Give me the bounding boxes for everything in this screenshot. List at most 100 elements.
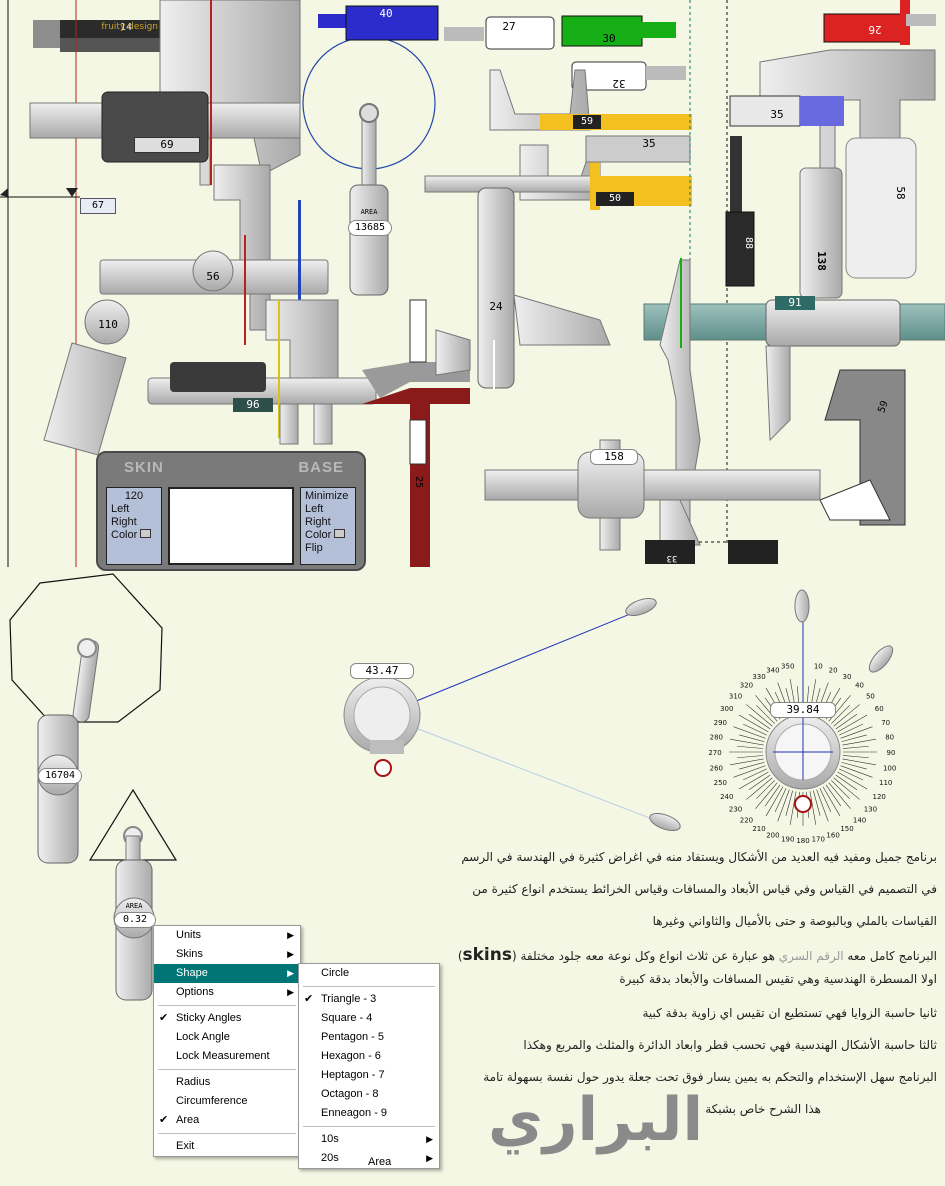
arabic-line-1: برنامج جميل ومفيد فيه العديد من الأشكال … xyxy=(461,850,937,864)
protractor-tick xyxy=(819,788,832,812)
protractor-tick xyxy=(785,790,793,816)
arabic-line-2: في التصميم في القياس وفي قياس الأبعاد وا… xyxy=(472,882,937,896)
check-icon: ✔ xyxy=(304,993,314,1005)
skin-right-option[interactable]: Right xyxy=(111,516,137,528)
protractor-tick xyxy=(774,788,787,812)
protractor-degree-label: 20 xyxy=(829,666,838,674)
protractor-tick xyxy=(842,758,876,766)
triangle-area-label: AREA xyxy=(125,902,143,910)
blue-ruler-readout: 40 xyxy=(379,7,393,20)
bottom-33-readout: 33 xyxy=(666,553,678,563)
menu-skins[interactable]: Skins▶ xyxy=(176,948,294,960)
protractor-degree-label: 290 xyxy=(714,719,727,727)
shape-enneagon[interactable]: Enneagon - 9 xyxy=(321,1107,388,1119)
shape-hexagon[interactable]: Hexagon - 6 xyxy=(321,1050,381,1062)
shape-submenu: Circle ✔Triangle - 3 Square - 4 Pentagon… xyxy=(298,963,440,1169)
check-icon: ✔ xyxy=(159,1114,169,1126)
menu-area[interactable]: ✔Area xyxy=(154,1111,300,1130)
protractor-tick xyxy=(813,790,821,816)
protractor-tick xyxy=(743,723,767,736)
protractor-tick xyxy=(842,738,876,746)
menu-separator xyxy=(158,1069,296,1070)
base-color-option[interactable]: Color xyxy=(305,529,351,542)
protractor-tick xyxy=(743,768,767,781)
menu-exit[interactable]: Exit xyxy=(176,1140,195,1152)
menu-sticky-angles[interactable]: ✔Sticky Angles xyxy=(154,1009,300,1028)
shape-circle[interactable]: Circle xyxy=(321,967,350,979)
arabic-line-7: ثالثا حاسبة الأشكال الهندسية فهي تحسب قط… xyxy=(523,1038,937,1052)
menu-options[interactable]: Options▶ xyxy=(176,986,294,998)
protractor-degree-label: 330 xyxy=(752,673,765,681)
check-icon: ✔ xyxy=(159,1012,169,1024)
ruler-32-readout: 32 xyxy=(612,77,626,90)
caliper-main-readout: 69 xyxy=(134,137,200,153)
menu-shape[interactable]: Shape▶ xyxy=(154,964,300,983)
skin-base-panel: SKIN BASE 120 Left Right Color Minimize … xyxy=(96,451,366,571)
protractor-degree-label: 60 xyxy=(875,705,884,713)
protractor-degree-label: 250 xyxy=(714,779,727,787)
base-flip-option[interactable]: Flip xyxy=(305,542,323,554)
menu-units[interactable]: Units▶ xyxy=(176,929,294,941)
protractor-tick xyxy=(842,745,869,749)
protractor-tick xyxy=(739,734,765,742)
octagon-area-readout: 16704 xyxy=(38,768,82,784)
menu-separator xyxy=(303,1126,435,1127)
caliper-91-readout: 91 xyxy=(775,296,815,310)
protractor-degree-label: 40 xyxy=(855,682,864,690)
arabic-title: البراري xyxy=(488,1085,704,1155)
arabic-line-4a: البرنامج كامل معه xyxy=(847,949,937,963)
yellow-59-readout: 59 xyxy=(573,115,601,129)
menu-radius[interactable]: Radius xyxy=(176,1076,211,1088)
protractor-tick xyxy=(789,791,797,825)
shape-octagon[interactable]: Octagon - 8 xyxy=(321,1088,379,1100)
triangle-area-readout: 0.32 xyxy=(114,912,156,928)
fruity-design-strip[interactable]: fruity design 14 xyxy=(60,20,180,38)
shape-20s[interactable]: 20s▶ xyxy=(321,1152,433,1164)
menu-circumference[interactable]: Circumference xyxy=(176,1095,248,1107)
base-right-option[interactable]: Right xyxy=(305,516,331,528)
protractor-tick xyxy=(835,774,858,791)
protractor-tick xyxy=(748,713,771,730)
shape-triangle[interactable]: ✔Triangle - 3 xyxy=(299,990,439,1009)
protractor-degree-label: 260 xyxy=(710,764,723,772)
protractor-degree-label: 280 xyxy=(710,734,723,742)
side-58-readout: 58 xyxy=(894,186,907,200)
protractor-tick xyxy=(746,777,773,800)
shape-heptagon[interactable]: Heptagon - 7 xyxy=(321,1069,385,1081)
protractor-degree-label: 270 xyxy=(708,749,721,757)
protractor-tick xyxy=(839,768,863,781)
protractor-tick xyxy=(840,726,873,739)
skin-color-option[interactable]: Color xyxy=(111,529,157,542)
protractor-tick xyxy=(831,705,850,724)
arabic-line-4: البرنامج كامل معه الرقم السري هو عبارة ع… xyxy=(457,945,937,965)
base-options-column: Minimize Left Right Color Flip xyxy=(300,487,356,565)
protractor-tick xyxy=(822,786,841,817)
menu-lock-measurement[interactable]: Lock Measurement xyxy=(176,1050,270,1062)
protractor-degree-label: 130 xyxy=(864,806,877,814)
menu-lock-angle[interactable]: Lock Angle xyxy=(176,1031,230,1043)
protractor-tick xyxy=(730,758,764,766)
protractor-tick xyxy=(733,726,766,739)
protractor-degree-label: 200 xyxy=(766,832,779,840)
protractor-tick xyxy=(837,714,868,733)
protractor-degree-label: 320 xyxy=(740,682,753,690)
skin-left-option[interactable]: Left xyxy=(111,503,130,515)
protractor-tick xyxy=(765,786,784,817)
arabic-line-4b: الرقم السري xyxy=(778,949,844,963)
menu-separator xyxy=(303,986,435,987)
base-minimize-option[interactable]: Minimize xyxy=(305,490,349,502)
protractor-degree-label: 340 xyxy=(766,666,779,674)
shape-square[interactable]: Square - 4 xyxy=(321,1012,373,1024)
shape-10s[interactable]: 10s▶ xyxy=(321,1133,433,1145)
arabic-line-6: ثانيا حاسبة الزوايا فهي تستطيع ان تقيس ا… xyxy=(642,1006,937,1020)
protractor-degree-label: 80 xyxy=(885,734,894,742)
skin-value[interactable]: 120 xyxy=(124,490,144,502)
protractor-tick xyxy=(835,713,858,730)
protractor-tick xyxy=(828,782,851,809)
base-left-option[interactable]: Left xyxy=(305,503,324,515)
protractor-tick xyxy=(730,738,764,746)
shape-pentagon[interactable]: Pentagon - 5 xyxy=(321,1031,384,1043)
protractor-degree-label: 150 xyxy=(840,825,853,833)
arabic-line-9: هذا الشرح خاص بشبكة xyxy=(705,1102,821,1116)
